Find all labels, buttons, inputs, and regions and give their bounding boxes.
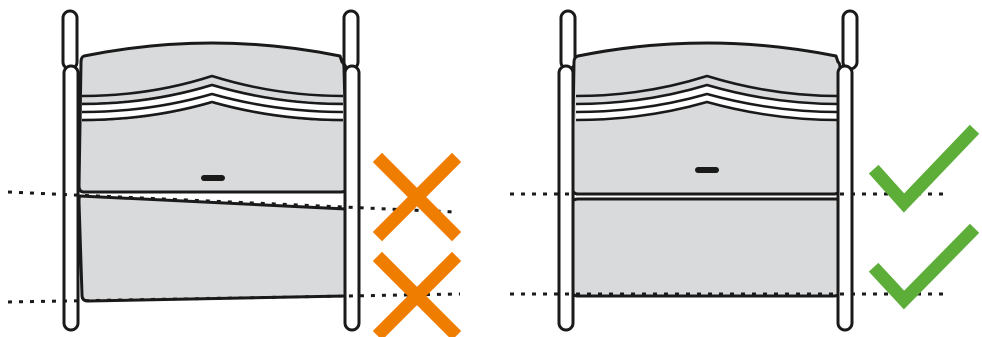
front-upright-right	[343, 64, 361, 332]
correct-installation	[510, 9, 980, 332]
cross-icon	[372, 251, 462, 337]
check-icon	[868, 223, 980, 310]
front-upright-left	[557, 64, 575, 332]
guide-line-lower	[7, 292, 461, 304]
cross-icon	[372, 152, 462, 242]
check-icon	[868, 124, 980, 213]
back-post-left	[61, 9, 79, 71]
handle-slot	[201, 175, 225, 181]
front-upright-right	[836, 64, 854, 332]
back-post-right	[342, 9, 360, 71]
back-post-right	[841, 9, 859, 71]
handle-slot	[695, 167, 719, 173]
lower-panel-tilted	[77, 194, 353, 303]
guide-line-upper	[7, 190, 456, 214]
lower-panel-level	[570, 197, 842, 298]
top-panel	[570, 41, 842, 196]
incorrect-installation	[7, 9, 462, 337]
top-panel	[77, 41, 349, 194]
front-upright-left	[62, 64, 80, 332]
